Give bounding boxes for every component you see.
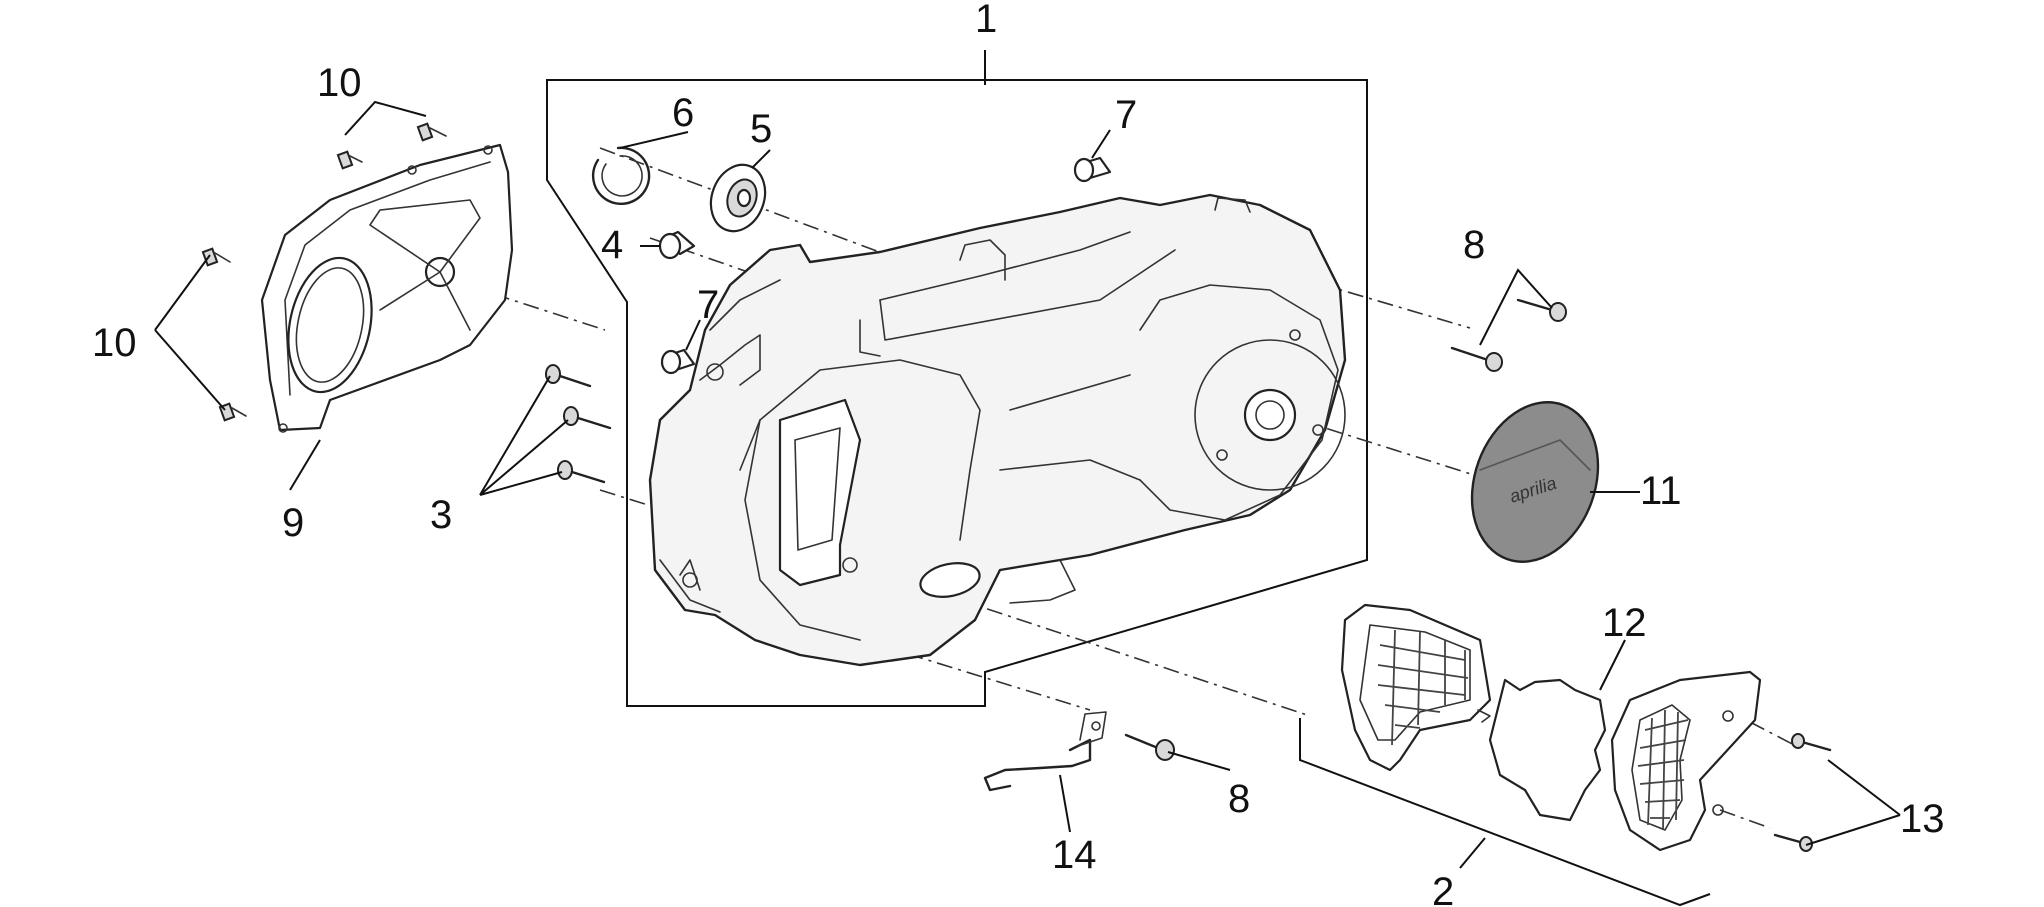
callout-8-upper: 8 bbox=[1463, 223, 1485, 267]
screw-10-top-b bbox=[416, 122, 447, 142]
callout-2: 2 bbox=[1432, 870, 1454, 907]
callout-9: 9 bbox=[282, 501, 304, 545]
leader-lines bbox=[154, 100, 1901, 846]
screw-3-b bbox=[563, 406, 612, 430]
screw-13-b bbox=[1773, 833, 1813, 852]
logo-cap: aprilia bbox=[1470, 401, 1600, 563]
screw-8-upper-b bbox=[1516, 298, 1567, 322]
screw-8-lower bbox=[1124, 733, 1175, 761]
circlip bbox=[591, 146, 651, 206]
intake-filter bbox=[1488, 678, 1607, 822]
spring-clip bbox=[983, 711, 1107, 792]
intake-housing bbox=[1340, 603, 1492, 772]
callout-4: 4 bbox=[601, 223, 623, 267]
callout-11: 11 bbox=[1640, 469, 1682, 513]
callout-14: 14 bbox=[1052, 833, 1097, 877]
callout-7-lower: 7 bbox=[697, 283, 719, 327]
group-bracket-2 bbox=[1299, 718, 1711, 907]
outer-cover-plate bbox=[260, 143, 514, 433]
callout-7-upper: 7 bbox=[1115, 93, 1137, 137]
callout-1: 1 bbox=[975, 0, 997, 41]
screw-10-left-a bbox=[201, 247, 231, 267]
dowel-pin-lower bbox=[660, 348, 696, 375]
dowel-pin-upper bbox=[1073, 156, 1112, 183]
callout-5: 5 bbox=[750, 107, 772, 151]
screw-10-left-b bbox=[218, 402, 247, 422]
screw-3-a bbox=[545, 364, 592, 388]
callout-6: 6 bbox=[672, 91, 694, 135]
screw-8-upper-a bbox=[1450, 346, 1503, 372]
intake-grille-cover bbox=[1610, 670, 1762, 852]
callout-8-lower: 8 bbox=[1228, 777, 1250, 821]
callout-12: 12 bbox=[1602, 601, 1647, 645]
bearing bbox=[709, 163, 767, 233]
callout-10-left: 10 bbox=[92, 321, 137, 365]
screw-13-a bbox=[1791, 733, 1832, 752]
callout-10-top: 10 bbox=[317, 61, 362, 105]
callout-13: 13 bbox=[1900, 797, 1945, 841]
group-bracket-1 bbox=[546, 50, 1368, 707]
screw-3-c bbox=[557, 460, 606, 484]
bushing bbox=[658, 230, 696, 260]
callout-3: 3 bbox=[430, 493, 452, 537]
screw-10-top-a bbox=[336, 150, 363, 170]
callout-labels: 1 2 3 4 5 6 7 7 8 8 9 10 10 11 12 13 14 bbox=[92, 0, 1945, 907]
transmission-cover bbox=[648, 193, 1347, 667]
